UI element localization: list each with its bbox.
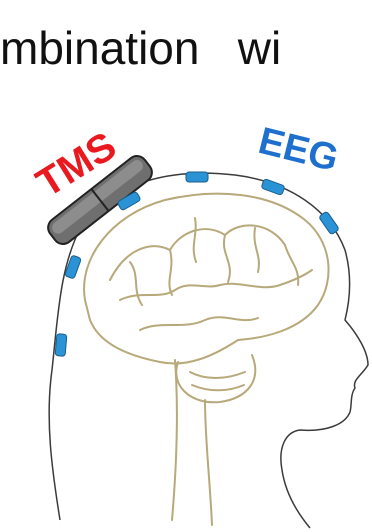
brain-icon (84, 194, 329, 525)
eeg-label: EEG (254, 120, 342, 180)
